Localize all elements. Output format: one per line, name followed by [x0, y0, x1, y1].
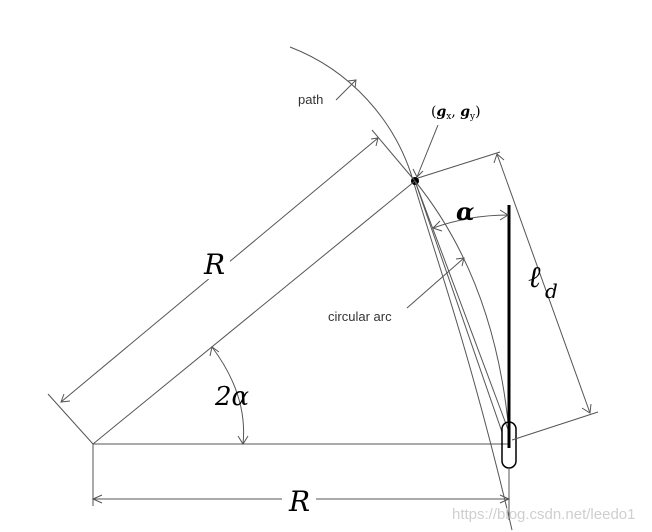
path-arrow: [335, 79, 357, 101]
goal-arrow: [416, 124, 439, 178]
circular-arc-label: circular arc: [328, 309, 392, 324]
svg-text:(gx, gy): (gx, gy): [431, 104, 481, 122]
alpha-label: α: [456, 197, 474, 226]
circular-arc: [414, 180, 510, 433]
circular-arc-arrow: [406, 257, 465, 309]
lookahead-sub-label: d: [545, 279, 558, 303]
path-label: path: [298, 92, 323, 107]
diag-radius-label: R: [203, 248, 225, 281]
bottom-radius-label: R: [288, 485, 310, 518]
lookahead-chord: [414, 180, 510, 433]
two-alpha-arc: [211, 346, 245, 445]
two-alpha-label: 2α: [214, 382, 250, 412]
watermark: https://blog.csdn.net/leedo1: [452, 506, 635, 523]
alpha-arc: [432, 214, 509, 229]
radius-line-to-goal: [92, 180, 416, 445]
goal-point-label: (gx, gy): [431, 104, 481, 122]
lookahead-dimension-line: [496, 153, 591, 414]
lookahead-label: ℓ: [528, 260, 541, 295]
